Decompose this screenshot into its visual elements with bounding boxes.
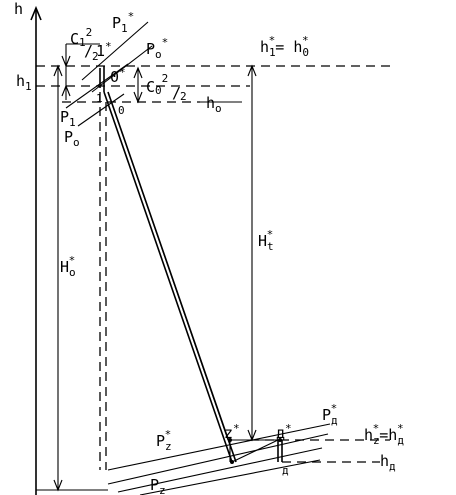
c1-arrow-bottom bbox=[61, 84, 71, 97]
label-c1-den: 2 bbox=[92, 50, 99, 63]
label-c0-frac: / bbox=[172, 84, 181, 102]
label-hz-eq-hd: hz*=hд* bbox=[364, 422, 404, 447]
H0-arrow-top bbox=[53, 64, 63, 77]
label-H0-star: Ho* bbox=[60, 254, 76, 279]
label-pz: Pz bbox=[150, 476, 166, 495]
label-c1: C12 bbox=[70, 26, 92, 49]
label-p1: P1 bbox=[60, 108, 76, 129]
label-h1: h1 bbox=[16, 72, 32, 93]
label-1-star: 1* bbox=[96, 40, 112, 60]
p0-star-line bbox=[91, 45, 153, 93]
z-point bbox=[230, 460, 234, 464]
label-d: д bbox=[282, 464, 289, 477]
label-c0-den: 2 bbox=[180, 90, 187, 103]
p1-star-line bbox=[81, 21, 149, 81]
label-0: 0 bbox=[118, 104, 125, 117]
d-diagonal bbox=[231, 439, 279, 463]
pd-isobar bbox=[139, 459, 321, 495]
p1-line bbox=[65, 63, 129, 109]
label-pd-star: Pд* bbox=[322, 402, 338, 427]
pz-star-isobar bbox=[107, 423, 331, 471]
h-axis-arrow bbox=[30, 5, 42, 21]
d-star-point bbox=[278, 438, 282, 442]
Ht-arrow-top bbox=[247, 64, 257, 77]
c0-arrow-bottom bbox=[133, 91, 143, 104]
label-h-axis: h bbox=[14, 0, 23, 18]
label-0-star: 0* bbox=[110, 66, 126, 86]
label-p0-star: Po* bbox=[146, 36, 168, 61]
label-c0: C02 bbox=[146, 72, 168, 97]
label-h1-eq-h0: h1*= h0* bbox=[260, 34, 309, 59]
label-c1-frac: / bbox=[84, 42, 93, 60]
z-star-point bbox=[228, 438, 232, 442]
label-hd: hд bbox=[380, 452, 396, 473]
c0-arrow-top bbox=[133, 66, 143, 79]
label-pz-star: Pz* bbox=[156, 428, 172, 453]
pd-star-isobar bbox=[107, 433, 329, 485]
label-d-star: д* bbox=[276, 422, 292, 442]
label-p0: Po bbox=[64, 128, 80, 149]
pz-isobar bbox=[117, 447, 323, 493]
label-h0: ho bbox=[206, 94, 222, 115]
label-p1-star: P1* bbox=[112, 10, 134, 35]
expansion-line-1 bbox=[103, 91, 233, 463]
label-1: 1 bbox=[96, 92, 103, 105]
label-Ht-star: Ht* bbox=[258, 228, 274, 253]
c1-arrow-top bbox=[61, 55, 71, 68]
p0-line bbox=[77, 93, 125, 127]
label-z-star: z* bbox=[224, 422, 240, 442]
expansion-line-3 bbox=[107, 91, 229, 441]
